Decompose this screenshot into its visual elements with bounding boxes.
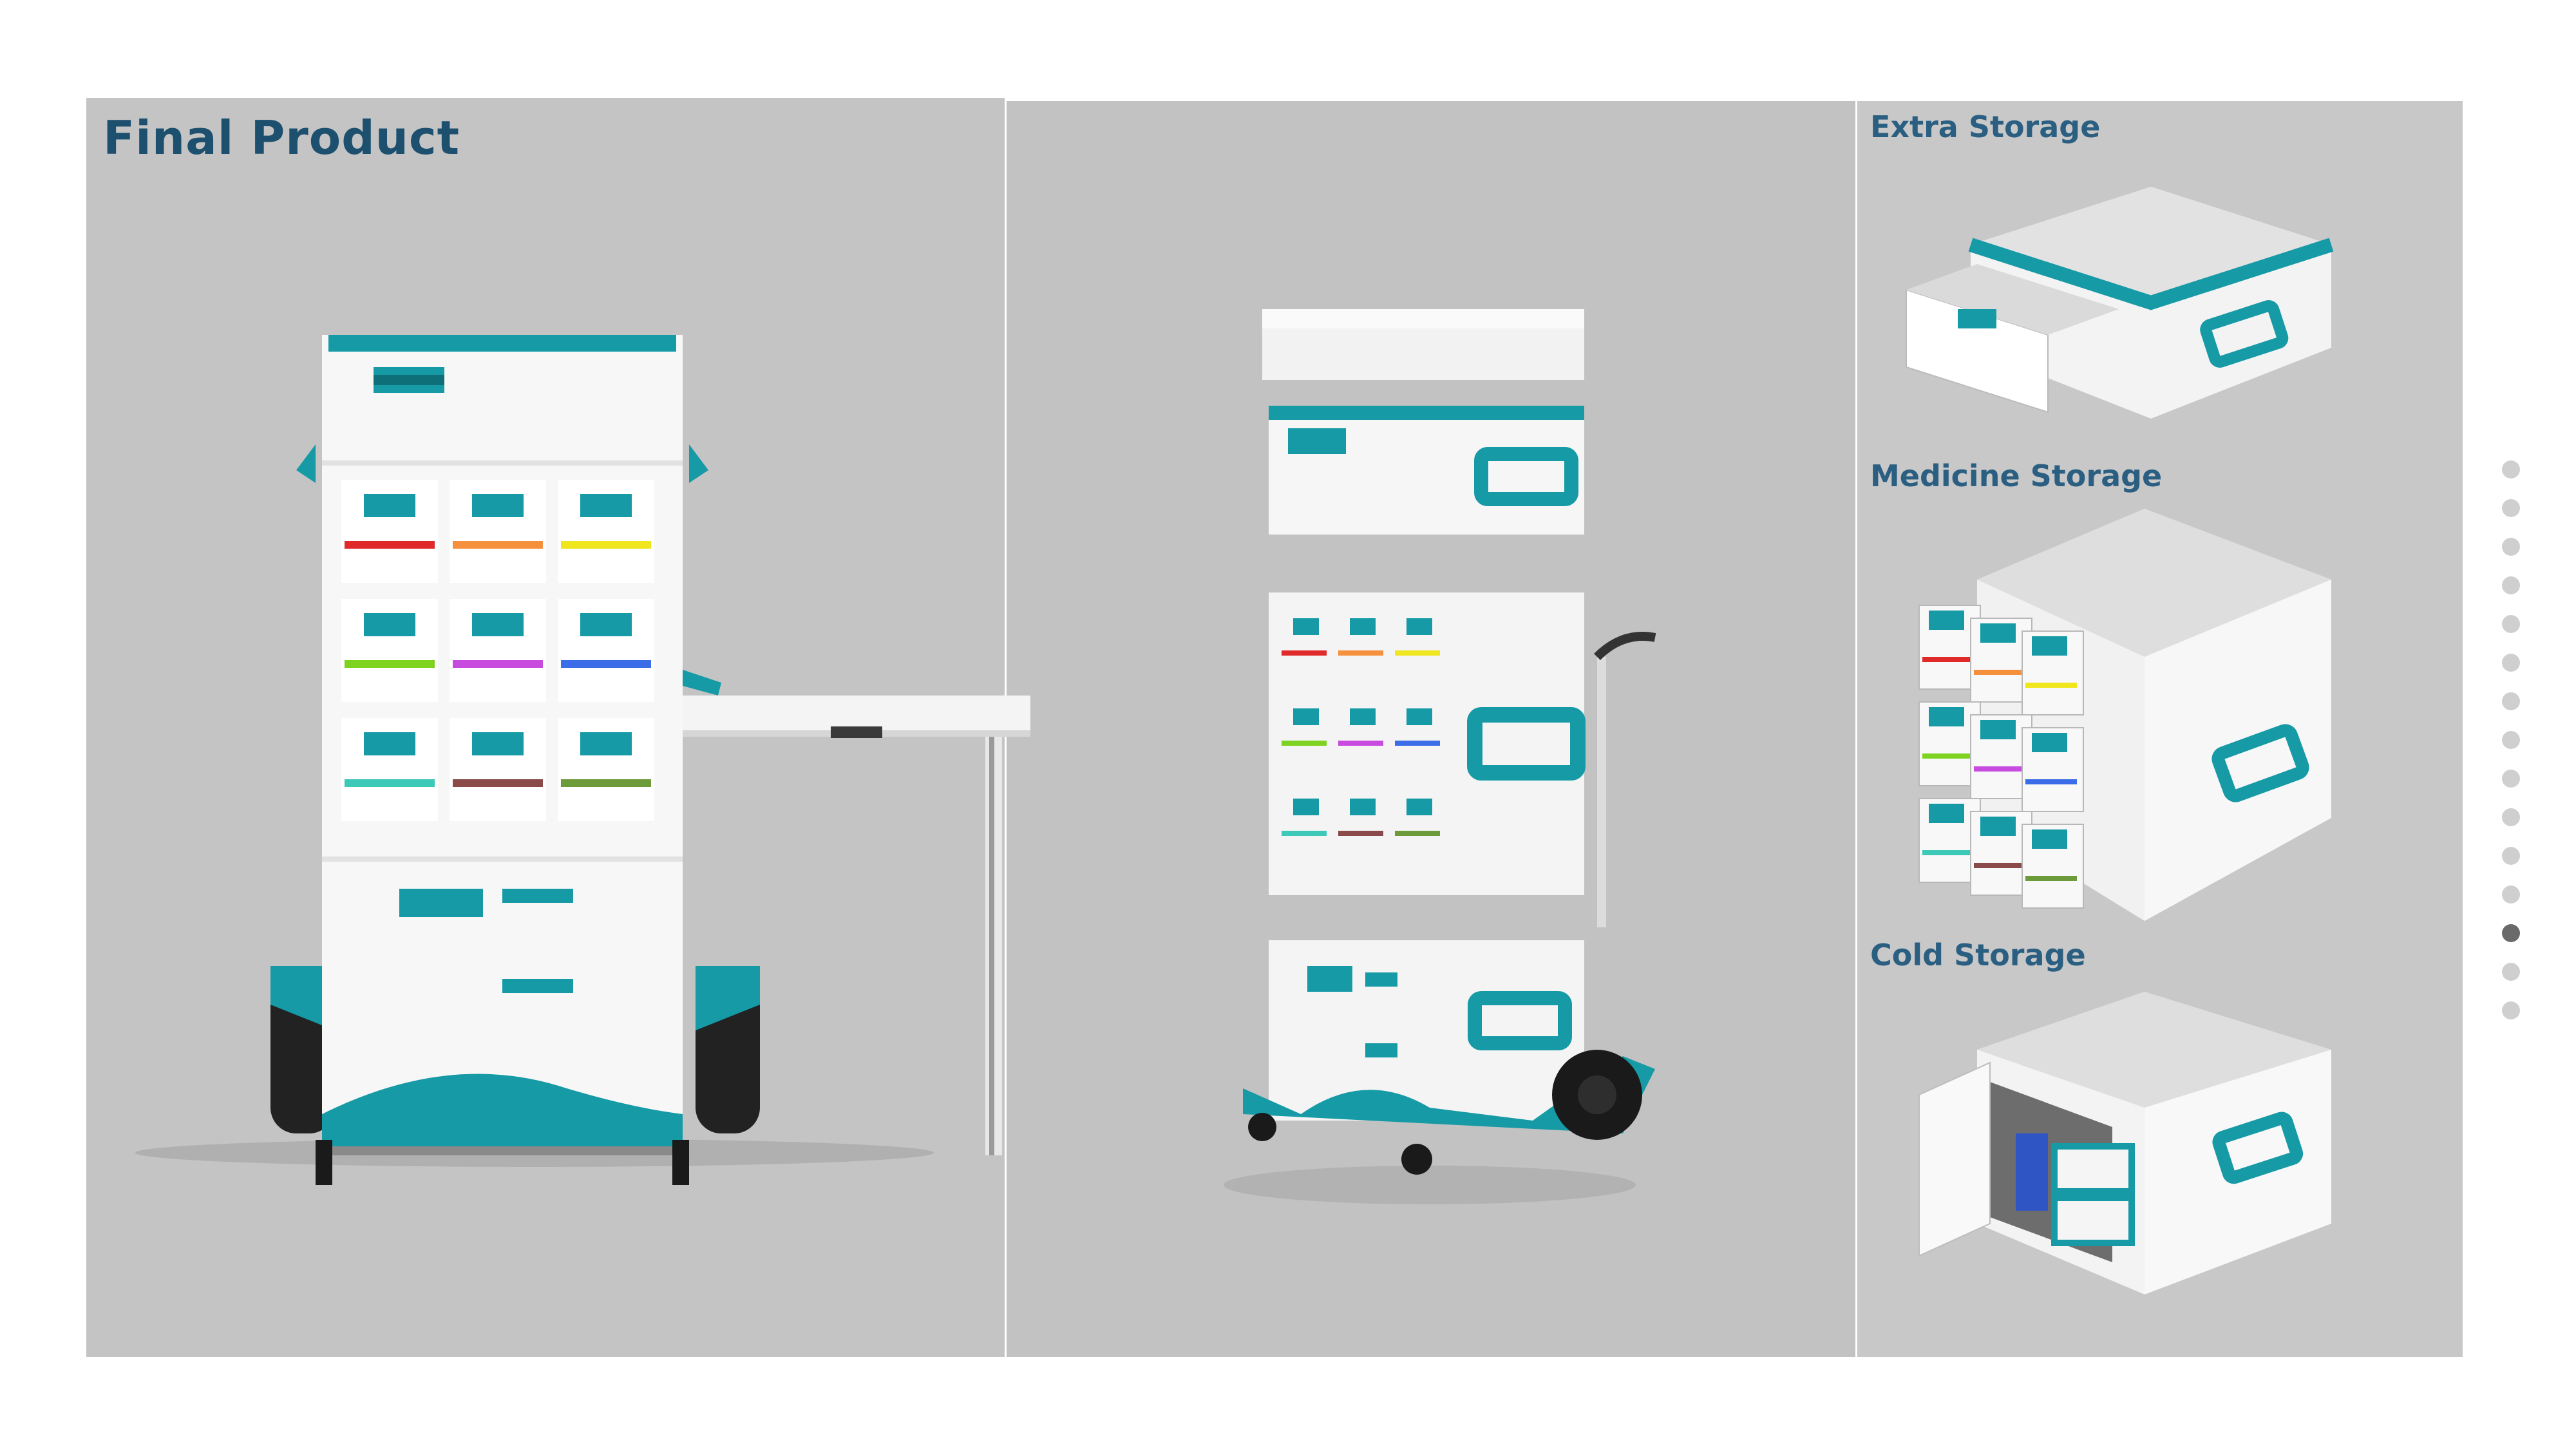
drawer-stripe — [561, 779, 651, 787]
drawer-handle — [1350, 618, 1376, 635]
drawer-handle — [472, 494, 524, 517]
drawer-stripe — [453, 541, 543, 549]
drawer-stripe — [1395, 831, 1440, 836]
pagination-dot[interactable] — [2502, 731, 2520, 749]
drawer-handle — [1350, 799, 1376, 815]
drawer-handle — [364, 494, 415, 517]
drawer-handle — [472, 613, 524, 636]
pagination-dot[interactable] — [2502, 847, 2520, 865]
drawer-stripe — [2025, 683, 2077, 688]
drawer-stripe — [1922, 753, 1974, 759]
drawer-stripe — [1282, 650, 1327, 656]
drawer-stripe — [345, 779, 435, 787]
drawer-handle — [1929, 611, 1964, 630]
pagination-dot[interactable] — [2502, 770, 2520, 788]
drawer-handle — [1406, 799, 1432, 815]
drawer-stripe — [561, 541, 651, 549]
pagination-dot[interactable] — [2502, 576, 2520, 594]
section-title-medicine-storage: Medicine Storage — [1870, 459, 2163, 493]
drawer-stripe — [1974, 863, 2025, 868]
drawer-stripe — [1282, 831, 1327, 836]
pagination-dot[interactable] — [2502, 615, 2520, 633]
drawer-stripe — [1338, 650, 1383, 656]
drawer-handle — [580, 732, 632, 755]
drawer-stripe — [453, 779, 543, 787]
drawer-handle — [2032, 636, 2067, 656]
drawer-stripe — [2025, 779, 2077, 784]
drawer-stripe — [345, 541, 435, 549]
pagination-dot[interactable] — [2502, 538, 2520, 556]
drawer-stripe — [1395, 650, 1440, 656]
drawer-handle — [1980, 720, 2016, 739]
pagination-dot[interactable] — [2502, 924, 2520, 942]
pagination-dot[interactable] — [2502, 808, 2520, 826]
cart-render-icon — [135, 335, 1030, 1185]
drawer-handle — [1929, 804, 1964, 823]
drawer-stripe — [1282, 741, 1327, 746]
medicine-module-render-icon — [1918, 509, 2331, 921]
drawer-handle — [472, 732, 524, 755]
drawer-handle — [1293, 708, 1319, 725]
exploded-cart-render-icon — [1224, 309, 1656, 1204]
cold-module-render-icon — [1918, 992, 2331, 1294]
drawer-handle — [1929, 707, 1964, 726]
drawer-stripe — [345, 660, 435, 668]
page-title: Final Product — [103, 111, 460, 165]
drawer-handle — [580, 494, 632, 517]
drawer-stripe — [1922, 657, 1974, 662]
drawer-stripe — [1974, 766, 2025, 772]
drawer-handle — [1293, 799, 1319, 815]
drawer-stripe — [1974, 670, 2025, 675]
drawer-stripe — [2025, 876, 2077, 881]
pagination-dot[interactable] — [2502, 886, 2520, 904]
pagination-dot[interactable] — [2502, 692, 2520, 710]
drawer-stripe — [1922, 850, 1974, 855]
pagination-dot[interactable] — [2502, 460, 2520, 478]
drawer-handle — [1293, 618, 1319, 635]
drawer-stripe — [453, 660, 543, 668]
drawer-handle — [1980, 817, 2016, 836]
drawer-stripe — [1338, 831, 1383, 836]
section-title-cold-storage: Cold Storage — [1870, 938, 2086, 972]
drawer-handle — [364, 613, 415, 636]
pagination-dot[interactable] — [2502, 963, 2520, 981]
pagination-dot[interactable] — [2502, 1001, 2520, 1019]
drawer-stripe — [1338, 741, 1383, 746]
drawer-handle — [1406, 708, 1432, 725]
drawer-stripe — [1395, 741, 1440, 746]
drawer-handle — [364, 732, 415, 755]
pagination-dot[interactable] — [2502, 654, 2520, 672]
drawer-stripe — [561, 660, 651, 668]
drawer-handle — [1406, 618, 1432, 635]
drawer-module-render-icon — [1906, 187, 2334, 419]
section-title-extra-storage: Extra Storage — [1870, 109, 2101, 144]
drawer-handle — [1980, 623, 2016, 643]
drawer-handle — [580, 613, 632, 636]
drawer-handle — [2032, 829, 2067, 849]
drawer-handle — [2032, 733, 2067, 752]
pagination-dot[interactable] — [2502, 499, 2520, 517]
pagination — [2502, 460, 2521, 1040]
drawer-handle — [1350, 708, 1376, 725]
